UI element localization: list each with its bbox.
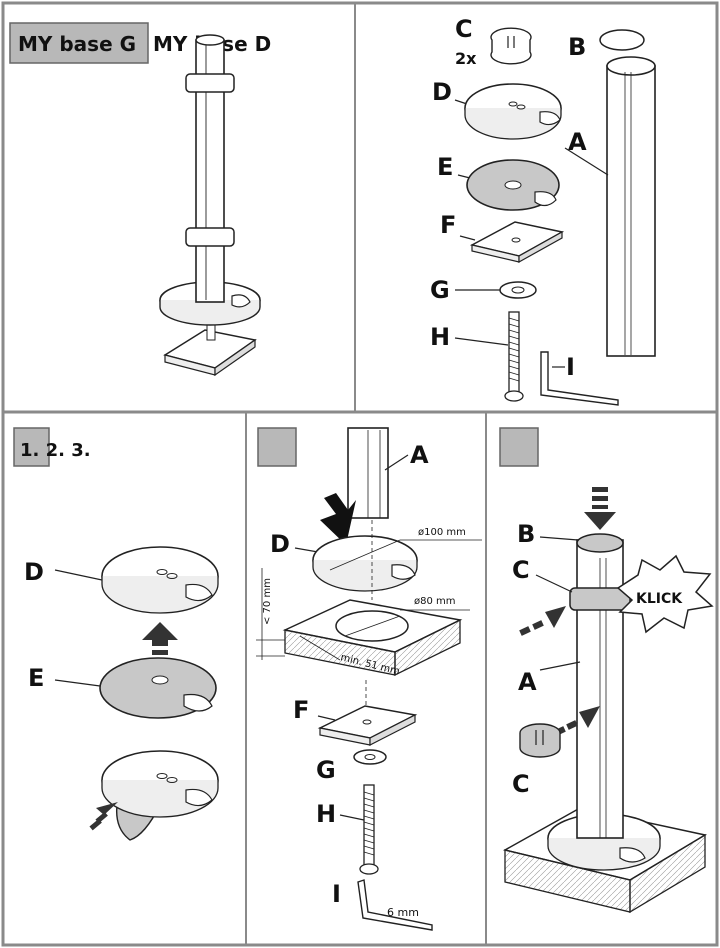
label-a: A bbox=[518, 668, 537, 696]
clip-ring-upper bbox=[185, 73, 235, 93]
label-c-top: C bbox=[512, 556, 530, 584]
cap-b bbox=[576, 533, 624, 553]
panel-final: B C KLICK A bbox=[499, 427, 714, 914]
label-g: G bbox=[430, 276, 450, 304]
product-g-box bbox=[9, 22, 149, 64]
dim-max-thickness: < 70 mm bbox=[262, 578, 273, 625]
label-d: D bbox=[432, 78, 452, 106]
label-e: E bbox=[437, 153, 453, 181]
clip-ring-lower bbox=[185, 227, 235, 247]
label-a: A bbox=[568, 128, 587, 156]
label-f: F bbox=[293, 696, 309, 724]
panel-parts: C 2x B A D E F G bbox=[430, 15, 656, 406]
hex-key-i bbox=[357, 879, 433, 931]
insert-arrow bbox=[320, 493, 356, 545]
label-h: H bbox=[430, 323, 450, 351]
klick-text: KLICK bbox=[636, 591, 683, 607]
panel-overview: MY base G MY base D bbox=[9, 22, 271, 377]
push-arrow-upper bbox=[519, 606, 566, 636]
dim-hole-diameter: ø80 mm bbox=[414, 596, 456, 607]
label-i: I bbox=[566, 353, 575, 381]
label-b: B bbox=[568, 33, 586, 61]
step-box bbox=[13, 427, 50, 467]
step-box bbox=[499, 427, 539, 467]
klick-burst bbox=[616, 554, 714, 634]
label-b: B bbox=[517, 520, 535, 548]
label-h: H bbox=[316, 800, 336, 828]
product-g-label: MY base G bbox=[18, 32, 136, 56]
step-box bbox=[257, 427, 297, 467]
label-c: C bbox=[455, 15, 473, 43]
label-e: E bbox=[28, 664, 44, 692]
label-g: G bbox=[316, 756, 336, 784]
diagonal-arrow bbox=[89, 802, 118, 831]
panel-steps-123: 1. 2. 3. D E bbox=[13, 427, 219, 841]
part-c-clip bbox=[490, 27, 532, 65]
down-arrow bbox=[584, 487, 616, 530]
panel-mounting: A D ø100 mm ø80 mm < 70 mm min. 51 mm F bbox=[256, 427, 482, 931]
up-arrow bbox=[142, 622, 178, 646]
label-c-qty: 2x bbox=[455, 49, 477, 68]
label-a: A bbox=[410, 441, 429, 469]
label-d: D bbox=[24, 558, 44, 586]
clip-c-loose bbox=[519, 723, 561, 758]
label-i: I bbox=[332, 880, 341, 908]
label-d: D bbox=[270, 530, 290, 558]
dim-hex-key: 6 mm bbox=[387, 906, 419, 919]
label-f: F bbox=[440, 211, 456, 239]
label-c-bottom: C bbox=[512, 770, 530, 798]
part-b-cap bbox=[599, 29, 645, 51]
part-i-hex-key bbox=[540, 351, 619, 406]
dim-disc-diameter: ø100 mm bbox=[418, 527, 466, 538]
step-numbers: 1. 2. 3. bbox=[20, 440, 91, 461]
